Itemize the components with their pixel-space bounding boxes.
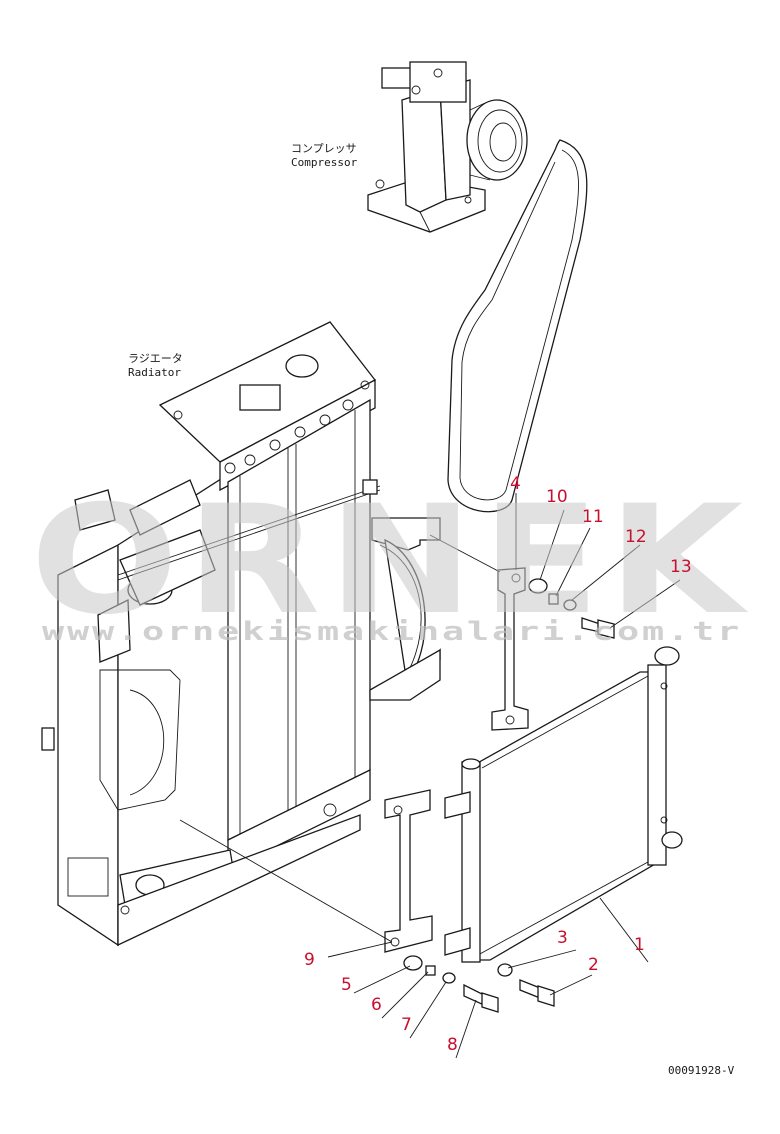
watermark-url: www.ornekismakinalari.com.tr [42,617,742,647]
radiator-label-jp: ラジエータ [128,352,183,365]
part-number-8: 8 [447,1035,458,1055]
part-number-3: 3 [557,928,568,948]
part-number-5: 5 [341,975,352,995]
part-4-bracket [491,567,529,731]
part-number-12: 12 [625,527,647,547]
leader-lines [179,493,681,1059]
part-number-10: 10 [546,487,568,507]
part-number-6: 6 [371,995,382,1015]
part-number-9: 9 [304,950,315,970]
shroud-bracket [369,517,441,701]
radiator-assembly [41,321,381,947]
compressor-label-jp: コンプレッサ [291,142,357,155]
watermark-brand: ORNEK [30,474,750,648]
drawing-code: 00091928-V [668,1064,735,1077]
watermark: ORNEK www.ornekismakinalari.com.tr [30,474,750,648]
component-labels: コンプレッサ Compressor ラジエータ Radiator [128,142,358,379]
part-number-1: 1 [634,935,645,955]
part-9-bracket [384,789,433,953]
radiator-label-en: Radiator [128,366,181,379]
fasteners [403,578,615,1013]
part-number-callouts: 1 2 3 4 5 6 7 8 9 10 11 12 13 [304,474,692,1055]
part-number-7: 7 [401,1015,412,1035]
part-number-13: 13 [670,557,692,577]
part-number-2: 2 [588,955,599,975]
v-belt [447,139,588,513]
part-number-11: 11 [582,507,604,527]
part-number-4: 4 [510,474,521,494]
part-1-condenser [444,646,683,963]
compressor-assembly [367,61,528,233]
compressor-label-en: Compressor [291,156,358,169]
